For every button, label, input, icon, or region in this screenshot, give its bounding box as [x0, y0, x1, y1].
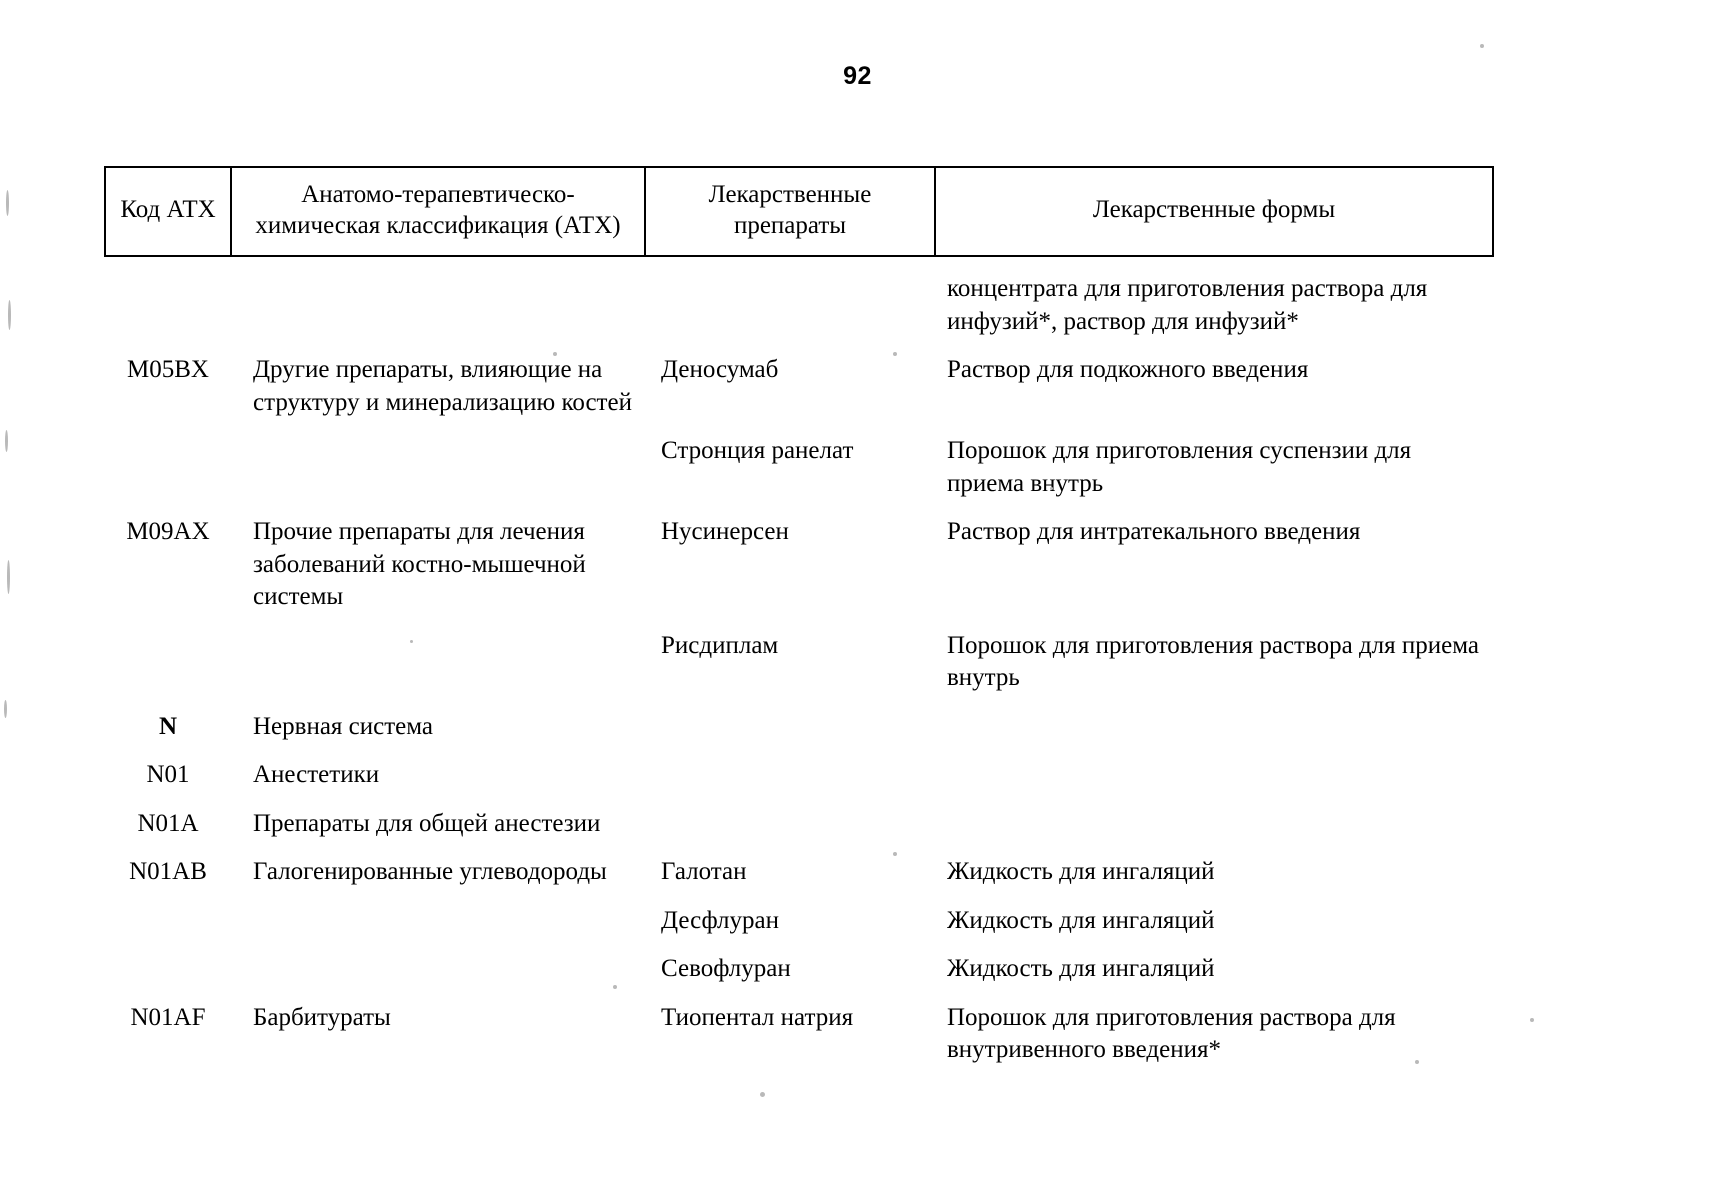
- cell-classification: Прочие препараты для лечения заболеваний…: [253, 518, 586, 610]
- cell-code: [105, 889, 231, 938]
- table-row: N01A Препараты для общей анестезии: [105, 792, 1493, 841]
- column-header-classification-line2: химическая классификация (АТХ): [255, 211, 621, 239]
- scan-speck: [1480, 44, 1484, 48]
- cell-code: M09AX: [126, 518, 210, 545]
- cell-classification: Нервная система: [253, 712, 434, 740]
- cell-code: [105, 614, 231, 695]
- cell-code: [105, 419, 231, 500]
- table-row: N Нервная система: [105, 695, 1493, 744]
- table-row: Десфлуран Жидкость для ингаляций: [105, 889, 1493, 938]
- cell-drug: Галотан: [661, 858, 747, 885]
- cell-classification: Анестетики: [253, 761, 380, 788]
- cell-code: [105, 256, 231, 338]
- table-row: M09AX Прочие препараты для лечения заболе…: [105, 500, 1493, 614]
- cell-form: Порошок для приготовления раствора для в…: [947, 1003, 1396, 1064]
- scan-speck: [5, 430, 8, 452]
- cell-code: N01AF: [130, 1003, 206, 1031]
- cell-classification: Барбитураты: [253, 1003, 391, 1031]
- table-row: M05BX Другие препараты, влияющие на струк…: [105, 338, 1493, 419]
- column-header-classification-line1: Анатомо-терапевтическо-: [301, 181, 575, 208]
- table-row: Стронция ранелат Порошок для приготовлени…: [105, 419, 1493, 500]
- cell-drug: Рисдиплам: [661, 631, 779, 659]
- cell-form: Раствор для подкожного введения: [947, 356, 1309, 383]
- cell-code: N01AB: [129, 858, 207, 885]
- cell-classification: Другие препараты, влияющие на структуру …: [253, 356, 632, 416]
- cell-classification: Препараты для общей анестезии: [253, 809, 601, 837]
- cell-classification: [231, 419, 645, 500]
- cell-drug: [645, 792, 935, 841]
- table-row: N01 Анестетики: [105, 743, 1493, 792]
- scan-speck: [8, 300, 11, 330]
- cell-form: Порошок для приготовления суспензии для …: [947, 437, 1412, 497]
- cell-code: N: [158, 712, 178, 740]
- cell-classification: Галогенированные углеводороды: [253, 858, 607, 885]
- table-row: концентрата для приготовления раствора д…: [105, 256, 1493, 338]
- table-header-row: Код АТХ Анатомо-терапевтическо- химическ…: [104, 166, 1494, 257]
- table-header: Код АТХ Анатомо-терапевтическо- химическ…: [104, 166, 1494, 257]
- cell-classification: [231, 614, 645, 695]
- cell-drug: Стронция ранелат: [661, 437, 854, 464]
- table-row: Севофлуран Жидкость для ингаляций: [105, 937, 1493, 986]
- column-header-drugs: Лекарственные препараты: [644, 166, 936, 257]
- cell-form: [935, 743, 1493, 792]
- cell-classification: [231, 889, 645, 938]
- cell-form: [935, 695, 1493, 744]
- cell-form: Жидкость для ингаляций: [947, 906, 1215, 934]
- page-number: 92: [843, 62, 872, 90]
- cell-code: N01A: [137, 809, 199, 837]
- column-header-classification: Анатомо-терапевтическо- химическая класс…: [230, 166, 646, 257]
- atx-table: Код АТХ Анатомо-терапевтическо- химическ…: [104, 166, 1494, 1067]
- cell-form: Раствор для интратекального введения: [947, 518, 1361, 545]
- column-header-drugs-line2: препараты: [733, 211, 847, 239]
- cell-drug: [645, 256, 935, 338]
- cell-code: [105, 937, 231, 986]
- scan-speck: [4, 700, 7, 718]
- table-row: Рисдиплам Порошок для приготовления раств…: [105, 614, 1493, 695]
- column-header-code: Код АТХ: [104, 166, 232, 257]
- cell-form: [935, 792, 1493, 841]
- cell-drug: Севофлуран: [661, 955, 791, 982]
- table-body: концентрата для приготовления раствора д…: [105, 256, 1493, 1067]
- scan-speck: [760, 1092, 765, 1097]
- cell-drug: Десфлуран: [661, 906, 780, 934]
- scan-speck: [6, 190, 9, 216]
- scan-speck: [1530, 1018, 1534, 1022]
- cell-drug: Деносумаб: [661, 356, 779, 383]
- column-header-forms: Лекарственные формы: [934, 166, 1494, 257]
- column-header-drugs-line1: Лекарственные: [708, 181, 872, 208]
- atx-table-container: Код АТХ Анатомо-терапевтическо- химическ…: [104, 166, 1494, 1067]
- cell-form: концентрата для приготовления раствора д…: [947, 275, 1428, 335]
- table-row: N01AF Барбитураты Тиопентал натрия Порошок …: [105, 986, 1493, 1067]
- cell-drug: Тиопентал натрия: [661, 1003, 854, 1031]
- cell-drug: [645, 743, 935, 792]
- scan-speck: [7, 560, 10, 594]
- table-row: N01AB Галогенированные углеводороды Галота…: [105, 840, 1493, 889]
- cell-code: N01: [146, 761, 190, 788]
- cell-drug: [645, 695, 935, 744]
- cell-drug: Нусинерсен: [661, 518, 789, 545]
- cell-form: Жидкость для ингаляций: [947, 955, 1215, 982]
- cell-classification: [231, 256, 645, 338]
- cell-classification: [231, 937, 645, 986]
- cell-form: Порошок для приготовления раствора для п…: [947, 631, 1479, 692]
- cell-form: Жидкость для ингаляций: [947, 858, 1215, 885]
- cell-code: M05BX: [127, 356, 209, 383]
